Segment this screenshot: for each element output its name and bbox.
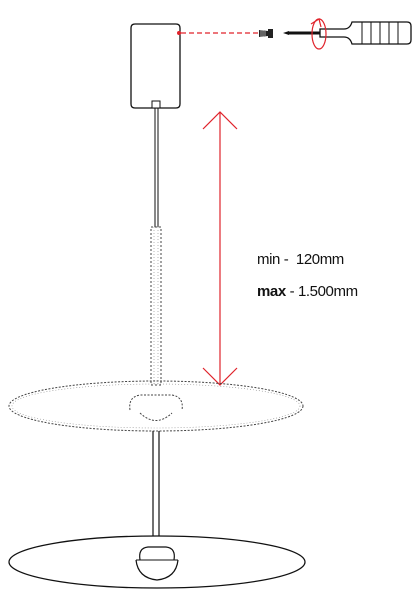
min-keyword: min: [257, 251, 280, 268]
screwdriver-icon: [283, 21, 412, 45]
max-value: - 1.500mm: [285, 283, 358, 300]
min-value: - 120mm: [279, 251, 345, 268]
height-range-arrow: [202, 111, 238, 386]
pendant-shade-icon: [8, 535, 306, 589]
ceiling-canopy-icon: [130, 23, 181, 109]
shade-raised-position-outline: [8, 380, 304, 432]
pendant-stem: [152, 431, 160, 538]
height-max-label: max - 1.500mm: [257, 283, 358, 300]
suspension-cable: [154, 108, 159, 227]
height-min-label: min - 120mm: [257, 251, 344, 268]
fixing-screw-icon: [259, 29, 273, 38]
rotation-arrow-icon: [310, 18, 327, 50]
telescopic-tube-outline: [150, 226, 162, 386]
max-keyword: max: [257, 283, 286, 300]
